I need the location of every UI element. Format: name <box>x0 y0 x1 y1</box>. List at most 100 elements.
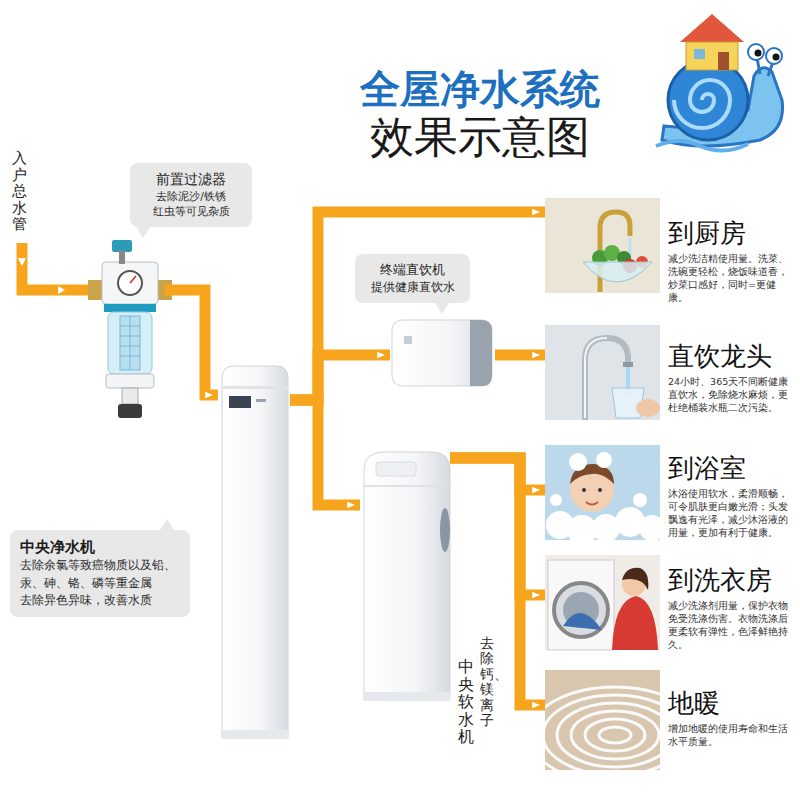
callout-text: 去除异色异味，改善水质 <box>20 592 180 609</box>
water-pipe <box>290 355 390 400</box>
pre-filter-device <box>88 280 102 300</box>
kitchen-photo <box>545 198 660 293</box>
callout-bubble: 中央净水机去除余氯等致癌物质以及铅、汞、砷、铬、磷等重金属去除异色异味，改善水质 <box>10 530 190 617</box>
bathroom-photo <box>633 493 647 507</box>
snail-logo <box>718 52 729 70</box>
snail-logo <box>748 44 764 60</box>
panel-heading: 到浴室 <box>668 453 795 484</box>
bathroom-photo <box>639 515 660 540</box>
inlet-label: 入户总水管 <box>12 150 27 233</box>
pre-filter-device <box>122 388 138 404</box>
panel-text: 减少洗洁精使用量。洗菜、洗碗更轻松，烧饭味道香，炒菜口感好，同时=更健康。 <box>668 253 795 304</box>
central-purifier-device <box>222 730 288 738</box>
laundry-photo <box>612 596 658 650</box>
bathroom-photo <box>545 445 660 540</box>
snail-logo <box>694 49 705 59</box>
laundry-photo <box>545 555 660 650</box>
device-note: 去除钙、镁离子 <box>480 636 494 728</box>
faucet-photo <box>623 362 633 367</box>
panel-text: 24小时、365天不间断健康直饮水，免除烧水麻烦，更杜绝桶装水瓶二次污染。 <box>668 376 795 414</box>
floor-heating-photo <box>585 719 645 751</box>
inlet-pipe <box>22 243 95 290</box>
callout-bubble: 终端直饮机提供健康直饮水 <box>355 254 470 303</box>
callout-text: 提供健康直饮水 <box>365 279 460 296</box>
pre-filter: 前置过滤器去除泥沙/铁锈 红虫等可见杂质 <box>95 235 165 420</box>
floor-heating-photo <box>545 670 660 770</box>
callout-tail <box>435 303 449 314</box>
pre-filter-device <box>88 240 172 418</box>
central-softener-device <box>364 485 450 487</box>
device-name: 中央软水机 <box>458 658 474 746</box>
subtitle: 效果示意图 <box>370 112 590 163</box>
snail-logo <box>674 80 730 128</box>
bathroom-photo <box>569 453 587 471</box>
central-softener: 中央软水机去除钙、镁离子 <box>360 450 450 700</box>
laundry-photo <box>622 568 648 590</box>
floor-heating-photo <box>545 687 660 770</box>
pre-filter-device <box>102 262 158 304</box>
callout-title: 中央净水机 <box>20 537 180 557</box>
faucet-photo <box>585 338 607 418</box>
callout-title: 前置过滤器 <box>140 170 242 189</box>
drinking-machine-device <box>404 336 412 344</box>
pre-filter-device <box>118 271 142 295</box>
pre-filter-device <box>104 304 156 312</box>
floor-heating-photo <box>545 687 660 770</box>
central-softener-device <box>364 452 450 700</box>
inlet-pipe <box>58 286 65 294</box>
laundry-photo <box>554 583 608 637</box>
callout-tail <box>160 519 174 530</box>
panel-text: 减少洗涤剂用量，保护衣物免受洗涤伤害。衣物洗涤后更柔软有弹性，色泽鲜艳持久。 <box>668 600 795 651</box>
callout-text: 去除泥沙/铁锈 红虫等可见杂质 <box>152 189 230 219</box>
snail-logo <box>656 141 748 151</box>
central-softener-device <box>364 692 450 700</box>
snail-logo <box>680 14 744 42</box>
panel-heading: 直饮龙头 <box>668 341 795 372</box>
inlet-pipe <box>18 258 26 266</box>
pre-filter-device <box>106 374 154 388</box>
callout-text: 去除余氯等致癌物质以及铅、汞、砷、铬、磷等重金属 <box>20 557 180 592</box>
floor-heating-photo <box>571 711 659 759</box>
snail-logo <box>773 54 780 61</box>
panel-text: 增加地暖的使用寿命和生活水平质量。 <box>668 723 795 749</box>
faucet-photo <box>545 325 660 420</box>
central-purifier-device <box>222 366 288 738</box>
snail-logo <box>668 60 748 140</box>
central-purifier-device <box>222 386 288 389</box>
central-purifier: 中央净水机去除余氯等致癌物质以及铅、汞、砷、铬、磷等重金属去除异色异味，改善水质 <box>218 365 290 740</box>
faucet-photo <box>636 399 660 417</box>
bathroom-photo <box>598 488 602 492</box>
floor-heating-photo <box>557 703 660 767</box>
central-softener-device <box>440 508 450 552</box>
panel-heading: 地暖 <box>668 688 795 719</box>
panel-text-group: 地暖增加地暖的使用寿命和生活水平质量。 <box>668 688 795 749</box>
drinking-machine: 终端直饮机提供健康直饮水 <box>390 318 495 388</box>
bathroom-photo <box>582 488 586 492</box>
water-pipe <box>290 212 545 400</box>
floor-heating-photo <box>545 695 660 770</box>
panel-text: 沐浴使用软水，柔滑顺畅，可令肌肤更白嫩光滑；头发飘逸有光泽，减少沐浴液的用量，更… <box>668 488 795 539</box>
water-pipe <box>165 290 218 395</box>
floor-heating-panel: 地暖增加地暖的使用寿命和生活水平质量。 <box>545 670 797 770</box>
central-purifier-device <box>222 366 288 738</box>
inlet-pipe <box>18 243 95 294</box>
bathroom-photo <box>550 494 562 506</box>
central-purifier-device <box>256 399 266 402</box>
laundry-photo <box>548 560 614 650</box>
snail-logo <box>766 48 782 64</box>
pre-filter-device <box>108 312 152 374</box>
water-pipe <box>450 458 545 595</box>
bathroom-photo <box>596 452 612 468</box>
laundry-photo <box>563 613 602 630</box>
laundry-panel: 到洗衣房减少洗涤剂用量，保护衣物免受洗涤伤害。衣物洗涤后更柔软有弹性，色泽鲜艳持… <box>545 555 797 655</box>
central-softener-device <box>376 462 416 476</box>
diagram-title: 全屋净水系统 <box>360 66 600 112</box>
faucet-panel: 直饮龙头 24小时、365天不间断健康直饮水，免除烧水麻烦，更杜绝桶装水瓶二次污染… <box>545 325 797 420</box>
panel-text-group: 到浴室沐浴使用软水，柔滑顺畅，可令肌肤更白嫩光滑；头发飘逸有光泽，减少沐浴液的用… <box>668 453 795 539</box>
drinking-machine-device <box>392 320 492 386</box>
pre-filter-device <box>130 276 136 283</box>
snail-logo <box>686 42 738 70</box>
kitchen-panel: 到厨房减少洗洁精使用量。洗菜、洗碗更轻松，烧饭味道香，炒菜口感好，同时=更健康。 <box>545 198 797 308</box>
